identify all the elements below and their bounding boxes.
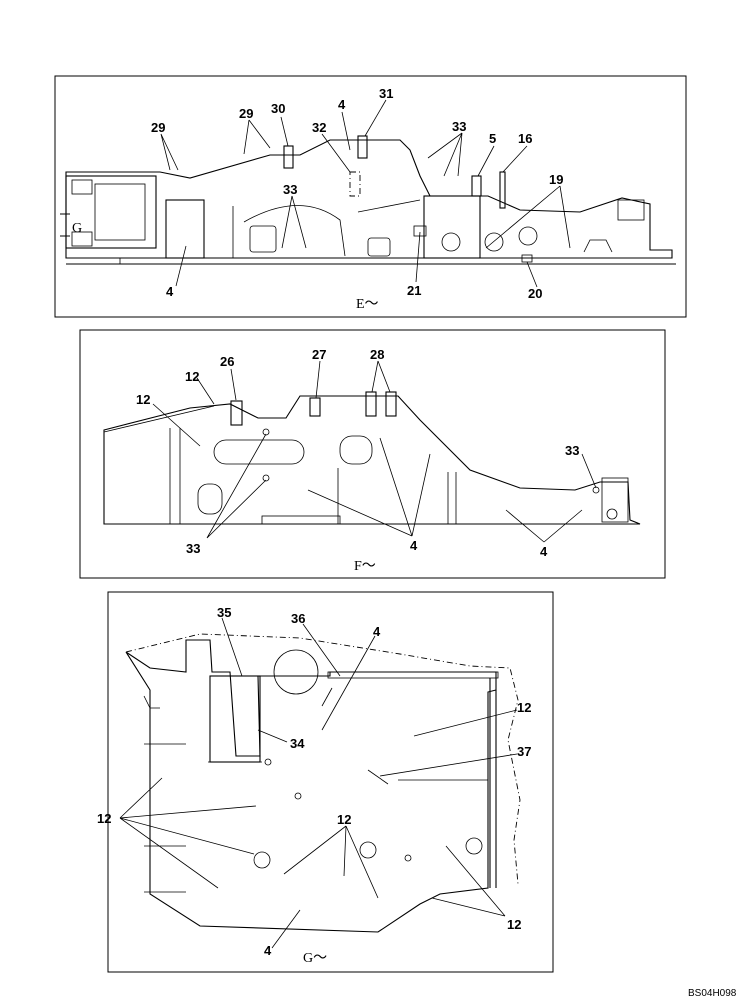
callout-4-g-bottom: 4	[264, 943, 272, 958]
hook-g	[143, 695, 160, 709]
handle-e2	[367, 237, 391, 257]
callout-36: 36	[291, 611, 305, 626]
slot-f3	[197, 483, 223, 515]
panel-view-e: G 29 29 30 4 31 32 33 5 16 19 33 4 21 20…	[54, 75, 687, 318]
callout-4-top: 4	[338, 97, 346, 112]
panel-g-frame	[107, 591, 554, 973]
callout-29-a: 29	[151, 120, 165, 135]
rail-g	[327, 671, 499, 679]
callout-27: 27	[312, 347, 326, 362]
callout-12-g-left: 12	[97, 811, 111, 826]
slot-f1	[213, 439, 305, 465]
callout-12-g-bottom: 12	[507, 917, 521, 932]
callout-4-bottom: 4	[166, 284, 174, 299]
rod-36	[321, 687, 333, 707]
lug-31	[357, 135, 368, 159]
callout-4-g-top: 4	[373, 624, 381, 639]
callout-30: 30	[271, 101, 285, 116]
boss-33-b	[262, 474, 270, 482]
callout-33-top: 33	[452, 119, 466, 134]
hole-f1	[606, 508, 618, 520]
cover-arc-e	[243, 205, 346, 257]
box-section-e	[165, 199, 205, 259]
boss-g1	[294, 792, 302, 800]
callout-35: 35	[217, 605, 231, 620]
boss-33-a	[262, 428, 270, 436]
lug-28-b	[385, 391, 397, 417]
frame-outline-f	[103, 395, 641, 525]
tank-e	[617, 199, 645, 221]
callout-16: 16	[518, 131, 532, 146]
callout-33-bottom: 33	[186, 541, 200, 556]
callout-37: 37	[517, 744, 531, 759]
lug-32-hidden	[349, 171, 361, 197]
slot-f4	[261, 515, 341, 525]
callout-32: 32	[312, 120, 326, 135]
view-label-f: F～	[354, 559, 376, 574]
callout-4-mid: 4	[410, 538, 418, 553]
hole-e2	[484, 232, 504, 252]
boom-foot-inner-e	[94, 183, 146, 241]
bar-37	[367, 769, 389, 785]
brace-12	[103, 405, 215, 433]
lug-5	[471, 175, 482, 197]
panel-e-frame	[54, 75, 687, 318]
callout-26: 26	[220, 354, 234, 369]
panel-f-frame	[79, 329, 666, 579]
callout-33-mid: 33	[283, 182, 297, 197]
callout-34: 34	[290, 736, 305, 751]
callout-12-b: 12	[136, 392, 150, 407]
pin-boss-e	[71, 179, 93, 195]
callout-4-right: 4	[540, 544, 548, 559]
hole-g1	[253, 851, 271, 869]
frame-outline-g	[125, 639, 497, 933]
lug-30	[283, 145, 294, 169]
hole-g3	[465, 837, 483, 855]
callout-5: 5	[489, 131, 496, 146]
boss-g2	[404, 854, 412, 862]
outline-cut-g	[125, 633, 521, 885]
slot-f2	[339, 435, 373, 465]
callout-20: 20	[528, 286, 542, 301]
handle-e	[249, 225, 277, 253]
panel-view-g: 35 36 4 12 34 37 12 12 12 4 G～	[97, 591, 554, 973]
rail-e	[357, 199, 421, 213]
callout-31: 31	[379, 86, 393, 101]
hole-e3	[518, 226, 538, 246]
callout-12-a: 12	[185, 369, 199, 384]
bulkhead-e	[423, 195, 481, 259]
view-label-g: G～	[303, 951, 327, 966]
callout-12-g-right: 12	[517, 700, 531, 715]
pin-boss-lower-e	[71, 231, 93, 247]
frame-outline-e	[65, 139, 673, 259]
tank-f	[601, 477, 629, 523]
panel-view-f: 26 27 28 12 12 33 33 4 4 F～	[79, 329, 666, 579]
lug-28-a	[365, 391, 377, 417]
boom-foot-e	[65, 175, 157, 249]
callout-12-g-center: 12	[337, 812, 351, 827]
lug-27	[309, 397, 321, 417]
counterweight-e	[583, 239, 613, 253]
hole-e1	[441, 232, 461, 252]
drawing-code: BS04H098	[688, 988, 737, 999]
boss-26	[230, 400, 243, 426]
callout-33-right: 33	[565, 443, 579, 458]
callout-21: 21	[407, 283, 421, 298]
view-label-e: E～	[356, 297, 379, 312]
boss-g3	[264, 758, 272, 766]
callout-28: 28	[370, 347, 384, 362]
section-mark-g	[60, 213, 70, 237]
plate-16	[499, 171, 506, 209]
hole-g-large	[273, 649, 319, 695]
hole-g2	[359, 841, 377, 859]
callout-29-b: 29	[239, 106, 253, 121]
callout-19: 19	[549, 172, 563, 187]
section-mark-g-label: G	[72, 221, 82, 236]
